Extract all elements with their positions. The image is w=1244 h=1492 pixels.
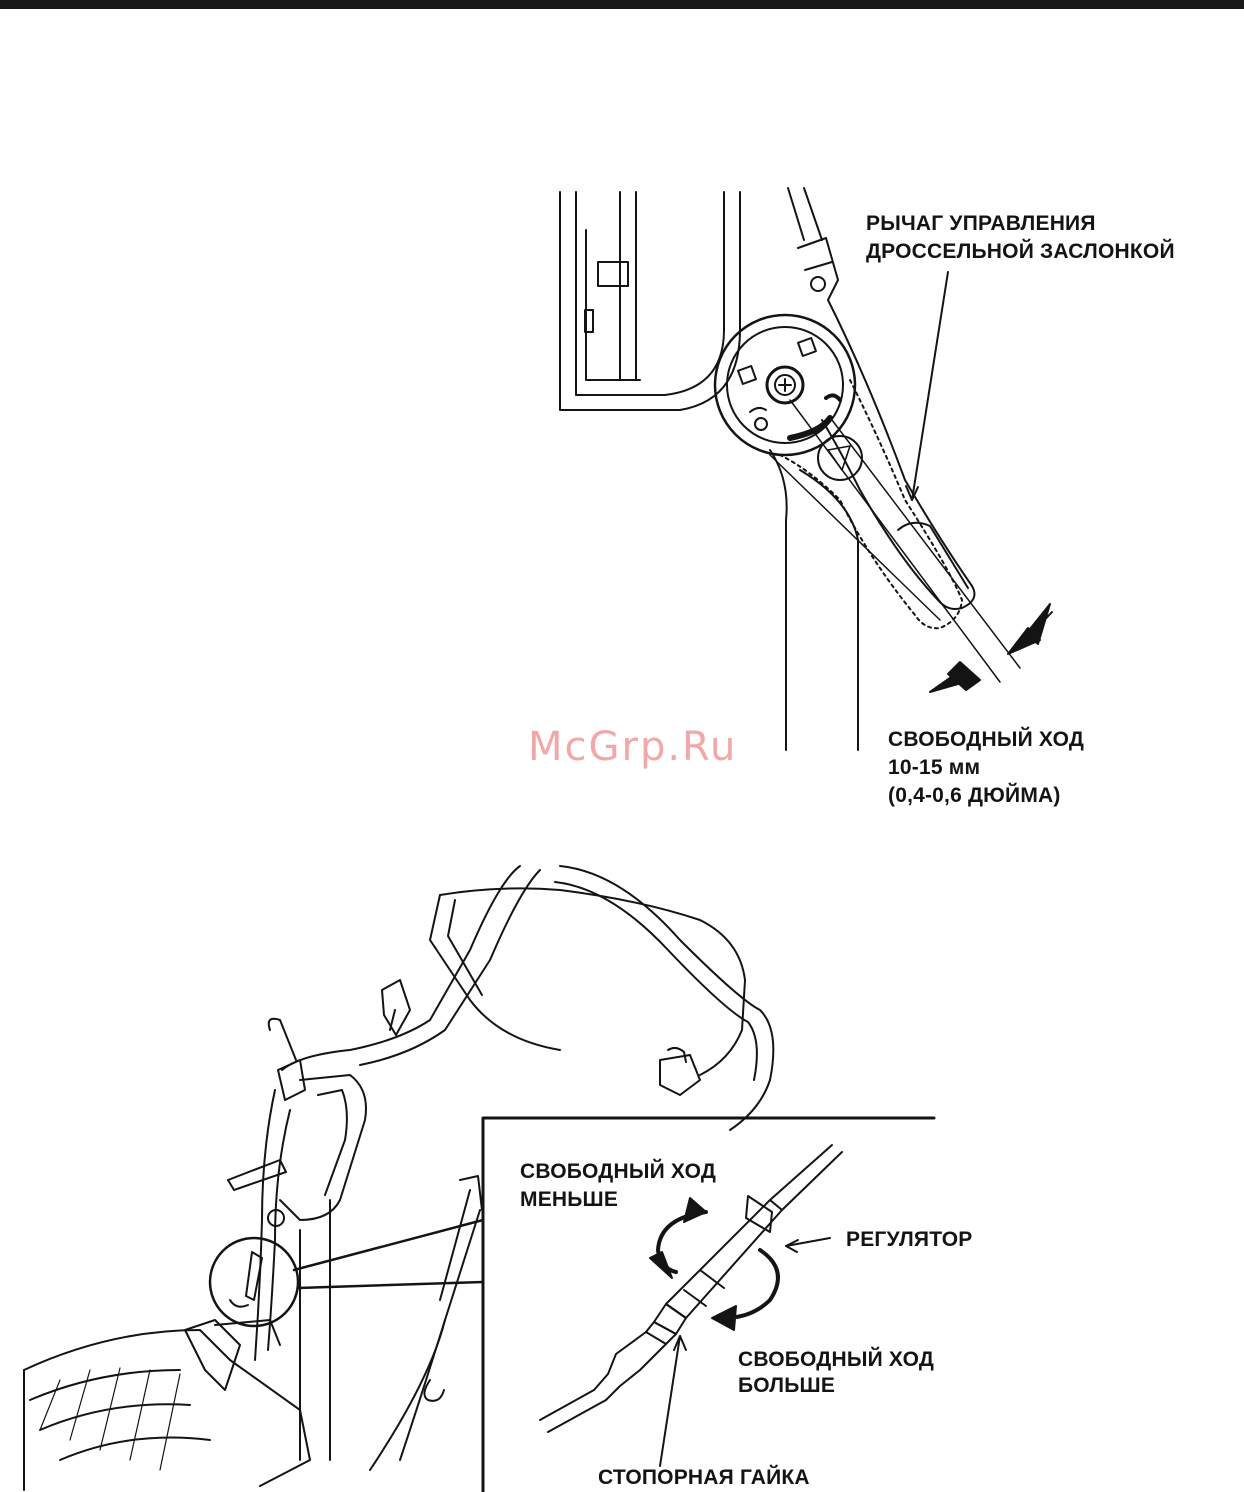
adjuster-label: РЕГУЛЯТОР [846,1228,972,1252]
lock-nut-label: СТОПОРНАЯ ГАЙКА [598,1466,810,1490]
throttle-lever-label-line2: ДРОССЕЛЬНОЙ ЗАСЛОНКОЙ [866,240,1175,264]
free-play-less-label-line2: МЕНЬШЕ [520,1188,618,1212]
free-play-more-label-line1: СВОБОДНЫЙ ХОД [738,1348,934,1372]
throttle-lever-label-line1: РЫЧАГ УПРАВЛЕНИЯ [866,212,1096,236]
free-play-label-line1: СВОБОДНЫЙ ХОД [888,728,1084,752]
watermark: McGrp.Ru [528,724,737,770]
throttle-assembly [560,188,1052,750]
free-play-label-line3: (0,4-0,6 ДЮЙМА) [888,784,1061,808]
free-play-more-label-line2: БОЛЬШЕ [738,1374,835,1398]
free-play-label-line2: 10-15 мм [888,756,980,780]
free-play-less-label-line1: СВОБОДНЫЙ ХОД [520,1160,716,1184]
